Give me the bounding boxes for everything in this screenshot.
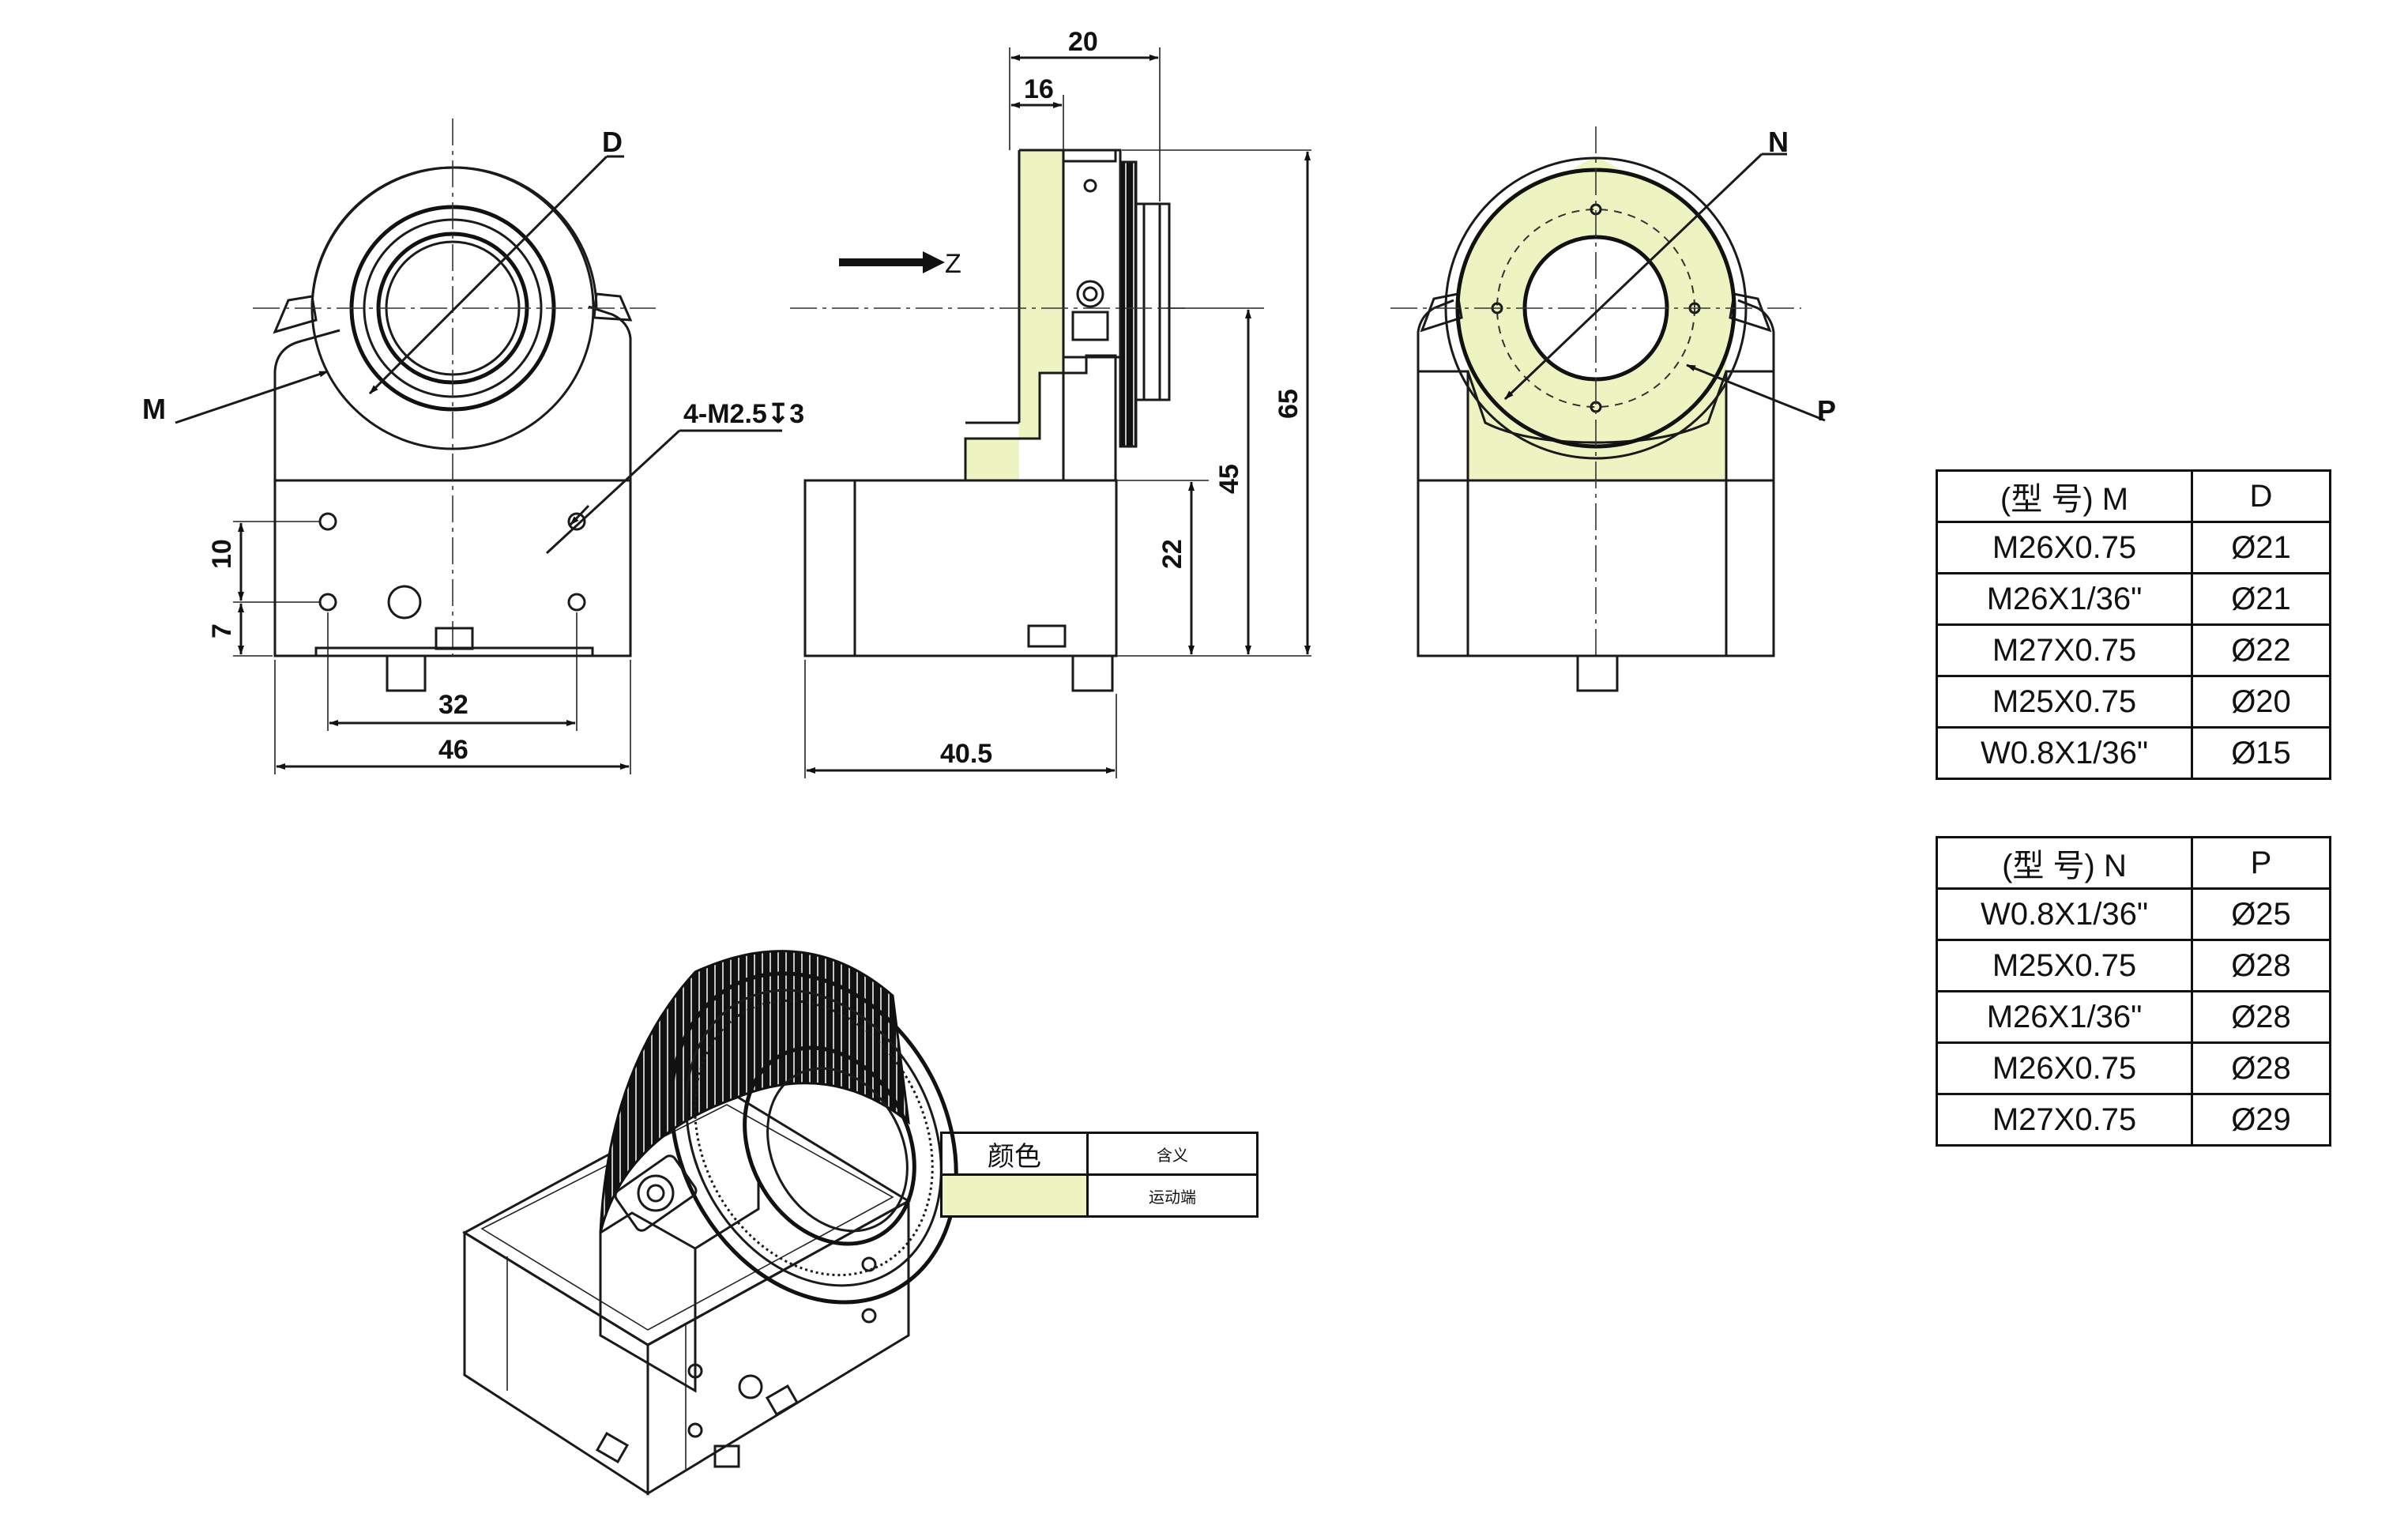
spec-table-md: (型 号) M D M26X0.75 Ø21 M26X1/36" Ø21 M27… xyxy=(1936,469,2331,780)
table-cell-model: M26X0.75 xyxy=(1936,521,2193,574)
hole-note: 4-M2.5↧3 xyxy=(683,399,804,429)
table-cell-value: Ø22 xyxy=(2191,623,2331,677)
side-view: Z 20 16 65 45 22 40.5 xyxy=(790,27,1311,778)
rear-view: N P xyxy=(1390,126,1836,692)
table-row: M26X0.75 Ø21 xyxy=(1936,521,2331,574)
label-d: D xyxy=(602,126,623,158)
table-row: M27X0.75 Ø29 xyxy=(1936,1093,2331,1147)
table-cell-model: M25X0.75 xyxy=(1936,675,2193,729)
table-header-cell: D xyxy=(2191,469,2331,523)
table-cell-model: M26X0.75 xyxy=(1936,1041,2193,1095)
table-cell-value: Ø28 xyxy=(2191,939,2331,992)
legend-header-row: 颜色 含义 xyxy=(940,1132,1259,1176)
table-cell-value: Ø21 xyxy=(2191,572,2331,626)
dim-hole-spacing: 32 xyxy=(438,690,468,720)
dim-height-mid: 45 xyxy=(1214,464,1244,494)
label-p: P xyxy=(1817,394,1836,427)
table-row: M25X0.75 Ø28 xyxy=(1936,939,2331,992)
table-row: M25X0.75 Ø20 xyxy=(1936,675,2331,729)
front-center-hole xyxy=(387,585,422,620)
front-hole-3 xyxy=(318,593,337,612)
front-body-upper xyxy=(273,305,632,480)
dim-top-inner: 16 xyxy=(1024,74,1054,104)
table-cell-model: W0.8X1/36" xyxy=(1936,887,2193,941)
table-cell-model: M25X0.75 xyxy=(1936,939,2193,992)
table-cell-model: W0.8X1/36" xyxy=(1936,726,2193,780)
label-n: N xyxy=(1768,126,1789,158)
table-cell-value: Ø28 xyxy=(2191,990,2331,1044)
table-row: W0.8X1/36" Ø15 xyxy=(1936,726,2331,780)
table-row: M26X0.75 Ø28 xyxy=(1936,1041,2331,1095)
table-row: M26X1/36" Ø28 xyxy=(1936,990,2331,1044)
table-cell-value: Ø25 xyxy=(2191,887,2331,941)
legend-header-meaning: 含义 xyxy=(1086,1132,1259,1176)
front-hole-4 xyxy=(567,593,586,612)
table-cell-model: M26X1/36" xyxy=(1936,990,2193,1044)
table-cell-value: Ø28 xyxy=(2191,1041,2331,1095)
table-cell-model: M27X0.75 xyxy=(1936,1093,2193,1147)
spec-table-np: (型 号) N P W0.8X1/36" Ø25 M25X0.75 Ø28 M2… xyxy=(1936,836,2331,1147)
iso-base-left-face xyxy=(463,1230,649,1496)
legend-row-meaning: 运动端 xyxy=(1086,1173,1259,1218)
front-left-ear xyxy=(273,295,318,334)
front-hole-1 xyxy=(318,512,337,531)
table-cell-value: Ø20 xyxy=(2191,675,2331,729)
front-hole-2 xyxy=(567,512,586,531)
table-header-cell: (型 号) M xyxy=(1936,469,2193,523)
dim-v2: 7 xyxy=(207,623,237,638)
iso-base-top-face xyxy=(461,1089,911,1346)
dim-width: 46 xyxy=(438,735,468,765)
front-right-ear xyxy=(593,292,633,322)
side-base xyxy=(803,479,1118,657)
table-header-row: (型 号) M D xyxy=(1936,469,2331,523)
dim-height-total: 65 xyxy=(1274,389,1304,419)
table-cell-value: Ø21 xyxy=(2191,521,2331,574)
label-m: M xyxy=(142,393,166,425)
dim-height-base: 22 xyxy=(1157,539,1187,569)
table-row: W0.8X1/36" Ø25 xyxy=(1936,887,2331,941)
table-cell-value: Ø29 xyxy=(2191,1093,2331,1147)
table-cell-value: Ø15 xyxy=(2191,726,2331,780)
isometric-view xyxy=(461,950,958,1496)
table-header-cell: (型 号) N xyxy=(1936,836,2193,890)
legend-row: 运动端 xyxy=(940,1173,1259,1218)
dim-length: 40.5 xyxy=(940,739,992,769)
dim-v1: 10 xyxy=(207,539,237,569)
dim-top-outer: 20 xyxy=(1068,27,1098,57)
arrow-label-z: Z xyxy=(945,249,961,279)
table-header-cell: P xyxy=(2191,836,2331,890)
table-cell-model: M27X0.75 xyxy=(1936,623,2193,677)
color-legend: 颜色 含义 运动端 xyxy=(940,1132,1259,1218)
table-row: M26X1/36" Ø21 xyxy=(1936,572,2331,626)
legend-header-color: 颜色 xyxy=(940,1132,1089,1176)
front-view: D M 4-M2.5↧3 46 32 10 7 xyxy=(142,119,804,774)
table-cell-model: M26X1/36" xyxy=(1936,572,2193,626)
table-header-row: (型 号) N P xyxy=(1936,836,2331,890)
legend-swatch xyxy=(940,1173,1089,1218)
table-row: M27X0.75 Ø22 xyxy=(1936,623,2331,677)
